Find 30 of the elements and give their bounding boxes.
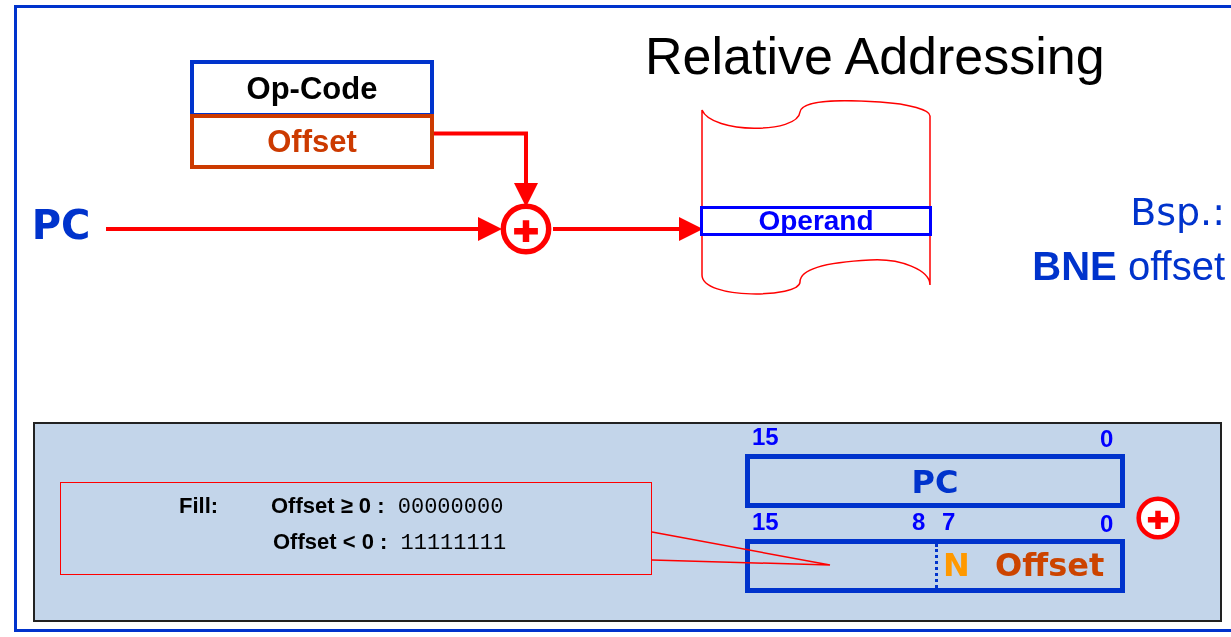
opcode-field: Op-Code bbox=[190, 60, 434, 117]
register-name: PC bbox=[910, 463, 960, 501]
adder-symbol bbox=[499, 202, 553, 256]
bit-number: 15 bbox=[752, 424, 779, 451]
callout-box bbox=[60, 482, 652, 575]
pc-label: PC bbox=[30, 200, 92, 250]
fill-label: Fill: bbox=[179, 493, 219, 519]
field-name: Offset bbox=[995, 546, 1105, 584]
arrow bbox=[553, 217, 703, 241]
example-label: Bsp.: bbox=[1130, 192, 1225, 234]
sign-bit: N bbox=[943, 546, 970, 584]
example-instruction: BNE offset bbox=[1032, 244, 1225, 288]
bit-number: 7 bbox=[942, 509, 956, 536]
info-panel bbox=[33, 422, 1222, 622]
fill-rule: Offset < 0 : 11111111 bbox=[273, 529, 507, 556]
register-box bbox=[745, 454, 1125, 508]
slide-title: Relative Addressing bbox=[645, 26, 1105, 86]
memory-drawing bbox=[700, 100, 932, 297]
arrow bbox=[434, 131, 538, 207]
arrow bbox=[106, 217, 502, 241]
operand-field: Operand bbox=[700, 206, 932, 236]
offset-field: Offset bbox=[190, 114, 434, 169]
adder-symbol bbox=[1135, 495, 1181, 541]
bit-number: 0 bbox=[1100, 426, 1114, 453]
bit-number: 0 bbox=[1100, 511, 1114, 538]
bit-number: 8 bbox=[912, 509, 926, 536]
register-box bbox=[745, 539, 1125, 593]
bit-number: 15 bbox=[752, 509, 779, 536]
fill-rule: Offset ≥ 0 : 00000000 bbox=[271, 493, 504, 520]
leader-line bbox=[651, 531, 831, 566]
